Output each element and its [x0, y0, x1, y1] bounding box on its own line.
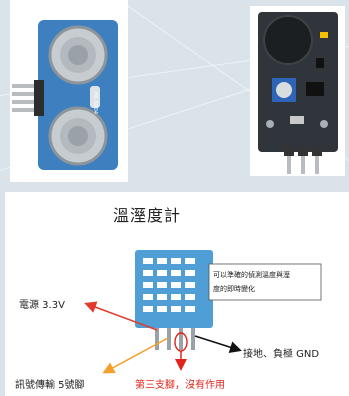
- ultrasonic-sensor-photo: HC-SR04: [10, 0, 128, 182]
- power-label: 電源 3.3V: [19, 300, 65, 311]
- signal-label: 訊號傳輸 5號腳: [15, 380, 85, 391]
- callout-line-1: 可以準確的偵測溫度與溼: [213, 271, 290, 279]
- dht-diagram-panel: 溫溼度計: [5, 192, 349, 396]
- third-pin-label: 第三支腳，沒有作用: [135, 380, 225, 391]
- signal-arrow: [102, 337, 169, 374]
- power-arrow: [84, 301, 158, 331]
- sound-sensor-image: [258, 12, 338, 174]
- dht-sensor-diagram: [84, 250, 322, 374]
- callout-line-2: 度的即時變化: [213, 285, 255, 293]
- dht-sensor-body: [135, 250, 213, 350]
- ground-label: 接地、負極 GND: [243, 349, 320, 360]
- diagram-title: 溫溼度計: [113, 206, 182, 225]
- callout-box: [208, 263, 322, 301]
- ultrasonic-board-label: HC-SR04: [92, 92, 98, 115]
- ultrasonic-sensor-image: [12, 20, 118, 170]
- ground-arrow: [194, 335, 242, 353]
- sound-sensor-photo: [250, 6, 345, 176]
